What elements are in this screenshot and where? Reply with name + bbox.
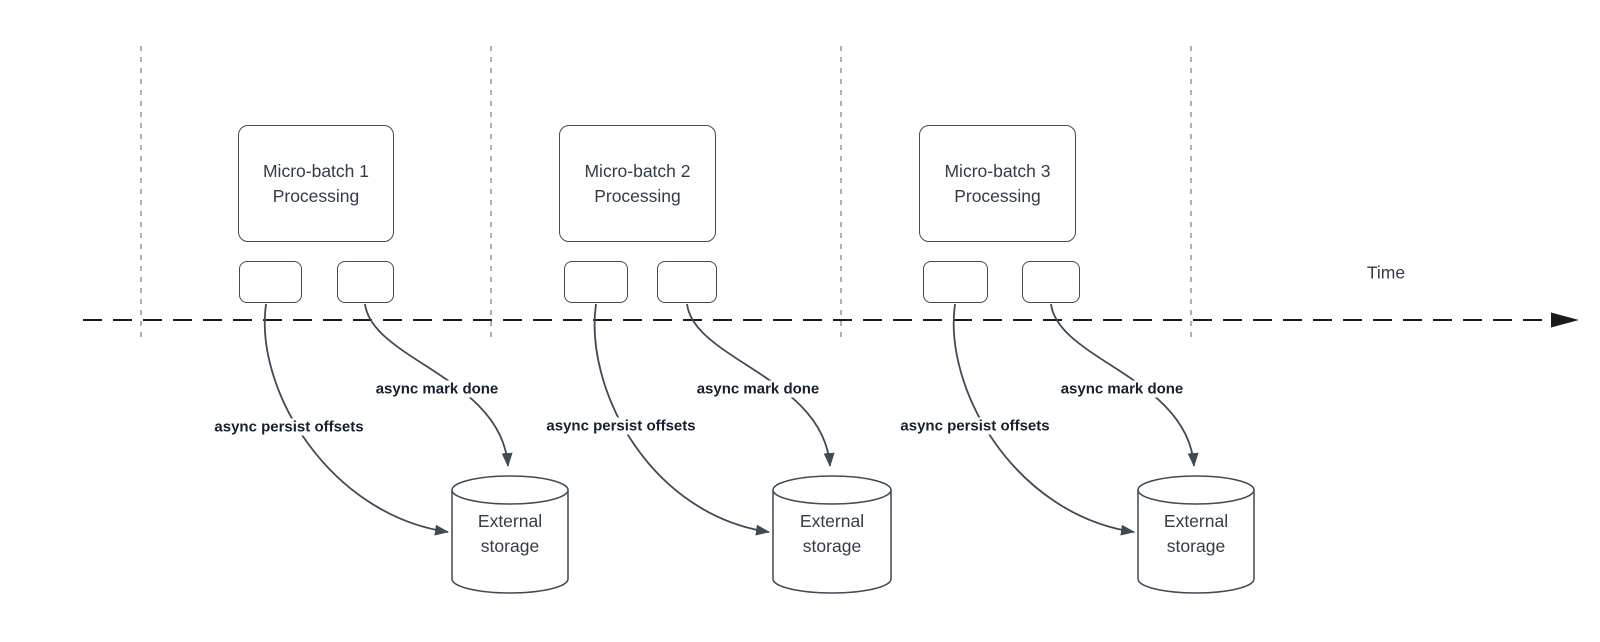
mark-done-arrow-2 [686, 303, 835, 467]
microbatch-1-processing-box: Micro-batch 1 Processing [238, 125, 394, 242]
microbatch-3-processing-box: Micro-batch 3 Processing [919, 125, 1076, 242]
external-storage-cylinder-3 [1137, 475, 1255, 594]
microbatch-2-title-line2: Processing [594, 185, 681, 206]
mark-done-label-3: async mark done [1057, 380, 1187, 398]
storage-label-line1: External [799, 511, 865, 531]
microbatch-1-title-line1: Micro-batch 1 [262, 160, 369, 181]
storage-label-line2: storage [1166, 536, 1226, 556]
storage-label-line1: External [477, 511, 543, 531]
time-axis-label: Time [1366, 262, 1406, 283]
persist-offsets-label-3: async persist offsets [897, 417, 1053, 435]
persist-offsets-arrow-3 [952, 303, 1135, 536]
microbatch-1-title-line2: Processing [272, 185, 360, 206]
cylinder-top-rim [1137, 475, 1255, 505]
cylinder-body [1137, 490, 1255, 594]
storage-label-line2: storage [480, 536, 540, 556]
storage-label-line1: External [1163, 511, 1229, 531]
mark-done-task-box-1 [337, 261, 394, 303]
external-storage-label-2: External storage [800, 509, 864, 559]
external-storage-cylinder-2 [772, 475, 892, 594]
mark-done-arrow-1 [364, 303, 513, 467]
microbatch-2-title-line1: Micro-batch 2 [584, 160, 691, 181]
microbatch-2-processing-box: Micro-batch 2 Processing [559, 125, 716, 242]
cylinder-top-rim [772, 475, 892, 505]
cylinder-top-rim [451, 475, 569, 505]
persist-offsets-task-box-1 [239, 261, 302, 303]
mark-done-label-1: async mark done [372, 380, 502, 398]
persist-offsets-arrow-1 [263, 303, 449, 536]
cylinder-body [772, 490, 892, 594]
persist-offsets-label-2: async persist offsets [543, 417, 699, 435]
persist-offsets-label-1: async persist offsets [211, 418, 367, 436]
time-axis-arrowhead-icon [1551, 312, 1579, 328]
mark-done-task-box-2 [657, 261, 717, 303]
mark-done-arrow-3 [1050, 303, 1199, 467]
external-storage-cylinder-1 [451, 475, 569, 594]
mark-done-task-box-3 [1022, 261, 1080, 303]
microbatch-3-title-line2: Processing [954, 185, 1041, 206]
external-storage-label-3: External storage [1164, 509, 1228, 559]
persist-offsets-arrow-2 [593, 303, 770, 536]
microbatch-3-title-line1: Micro-batch 3 [944, 160, 1051, 181]
persist-offsets-task-box-3 [923, 261, 988, 303]
persist-offsets-task-box-2 [564, 261, 628, 303]
external-storage-label-1: External storage [478, 509, 542, 559]
storage-label-line2: storage [802, 536, 862, 556]
cylinder-body [451, 490, 569, 594]
mark-done-label-2: async mark done [693, 380, 823, 398]
